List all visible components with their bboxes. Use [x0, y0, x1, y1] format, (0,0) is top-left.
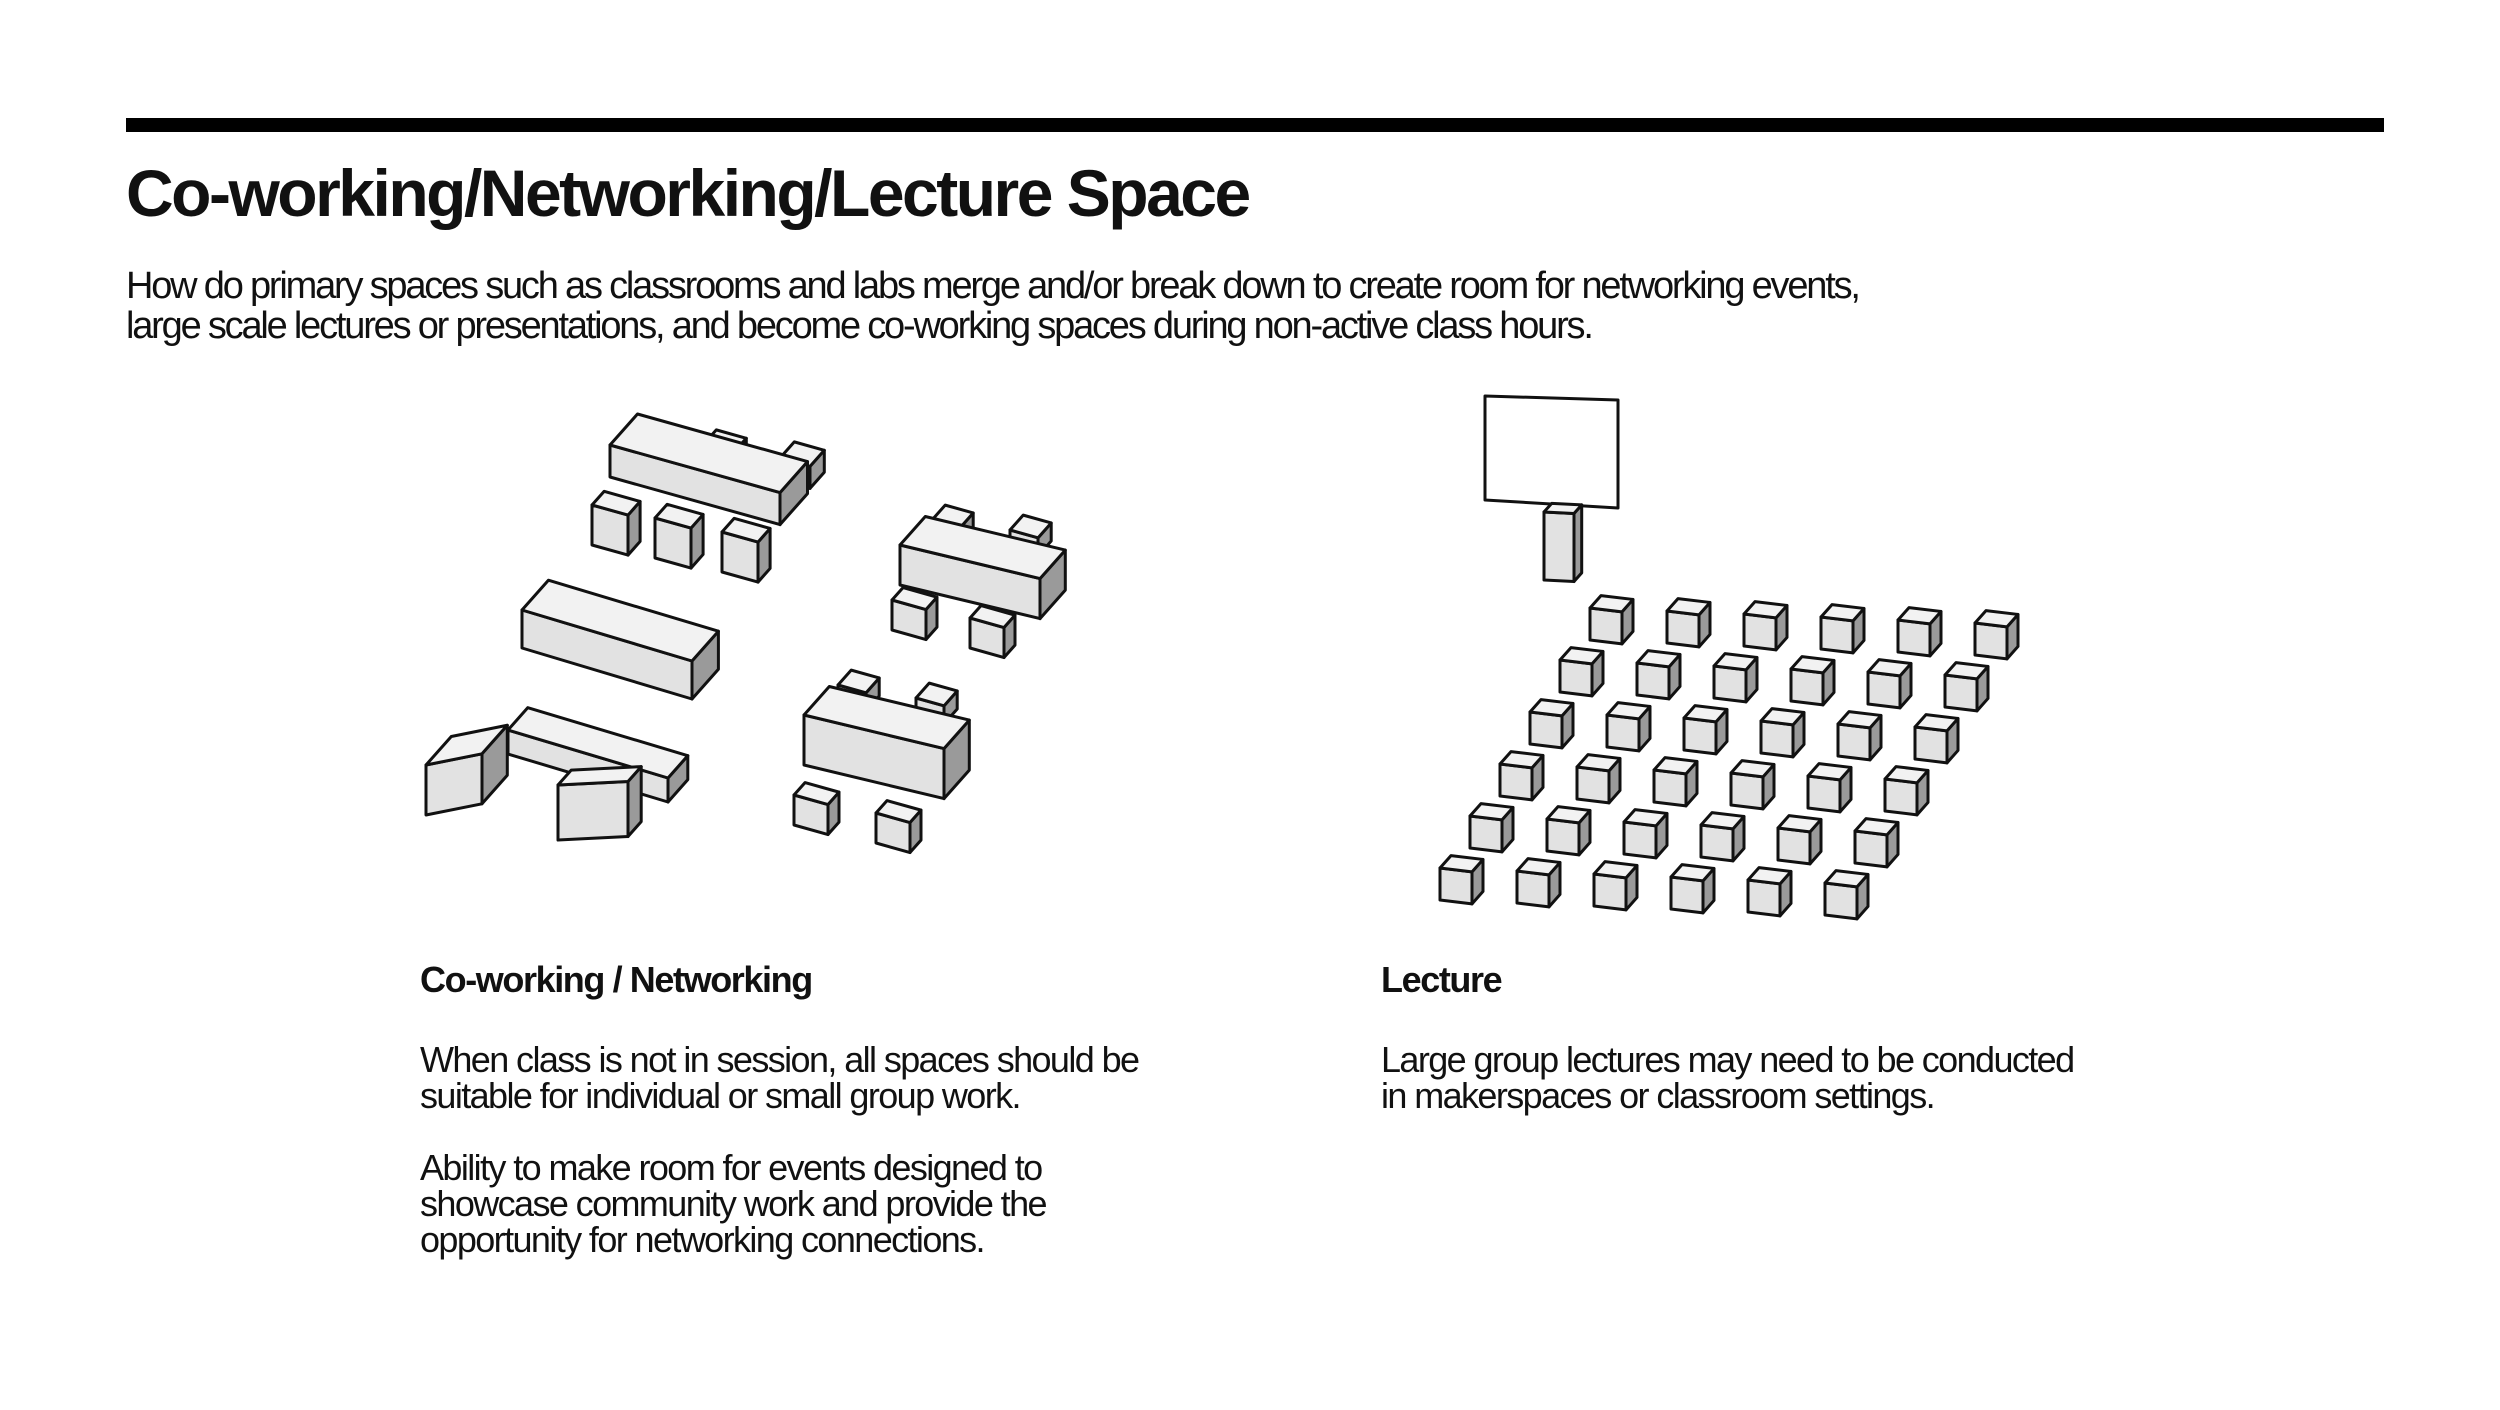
- seat-0: [1588, 594, 1635, 646]
- coworking-paragraph-1: When class is not in session, all spaces…: [420, 1039, 1140, 1116]
- seat-17: [1913, 713, 1960, 765]
- stool-t1-front-0: [590, 489, 642, 557]
- stool-t3-front-0: [792, 781, 841, 837]
- table-1-top: [608, 412, 809, 527]
- seat-6: [1558, 646, 1605, 698]
- seat-3: [1819, 603, 1866, 655]
- stool-t2-front-0: [890, 586, 939, 642]
- page-title: Co-working/Networking/Lecture Space: [126, 156, 1251, 230]
- seat-31: [1515, 857, 1562, 909]
- stool-t3-front-1: [874, 799, 923, 855]
- seat-32: [1592, 860, 1639, 912]
- lounge-cube-1: [424, 723, 509, 817]
- bench-1: [520, 578, 720, 701]
- seat-26: [1622, 808, 1669, 860]
- seat-21: [1729, 759, 1776, 811]
- seat-18: [1498, 750, 1545, 802]
- seat-11: [1943, 661, 1990, 713]
- table-2-top: [898, 514, 1067, 621]
- lecture-heading: Lecture: [1381, 959, 1503, 1000]
- lecture-column: Lecture Large group lectures may need to…: [1381, 960, 2081, 1114]
- seat-27: [1699, 811, 1746, 863]
- seat-19: [1575, 753, 1622, 805]
- seat-28: [1776, 814, 1823, 866]
- seat-23: [1883, 765, 1930, 817]
- seat-24: [1468, 802, 1515, 854]
- coworking-paragraph-2: Ability to make room for events designed…: [420, 1147, 1048, 1260]
- seat-20: [1652, 756, 1699, 808]
- coworking-illustration: [424, 412, 1067, 855]
- coworking-heading: Co-working / Networking: [420, 959, 813, 1000]
- seat-34: [1746, 866, 1793, 918]
- seat-25: [1545, 805, 1592, 857]
- seat-5: [1973, 609, 2020, 661]
- lecture-illustration: [1438, 394, 2020, 921]
- lounge-cube-2: [556, 765, 643, 842]
- seat-35: [1823, 869, 1870, 921]
- stool-t1-front-1: [653, 502, 705, 570]
- seat-12: [1528, 698, 1575, 750]
- seat-29: [1853, 817, 1900, 869]
- seat-7: [1635, 649, 1682, 701]
- intro-line-1: How do primary spaces such as classrooms…: [126, 265, 1861, 307]
- seat-14: [1682, 704, 1729, 756]
- coworking-column: Co-working / Networking When class is no…: [420, 960, 1180, 1258]
- seat-1: [1665, 597, 1712, 649]
- seat-30: [1438, 854, 1485, 906]
- seat-15: [1759, 707, 1806, 759]
- lecture-paragraph-1: Large group lectures may need to be cond…: [1381, 1039, 2075, 1116]
- seat-2: [1742, 600, 1789, 652]
- screen-stand: [1542, 501, 1584, 583]
- projection-screen: [1483, 394, 1620, 510]
- header-rule: [126, 118, 2384, 132]
- intro-line-2: large scale lectures or presentations, a…: [126, 305, 1594, 347]
- seat-33: [1669, 863, 1716, 915]
- seat-16: [1836, 710, 1883, 762]
- stool-t1-front-2: [720, 516, 772, 584]
- seat-13: [1605, 701, 1652, 753]
- stool-t2-front-1: [968, 604, 1017, 660]
- seat-8: [1712, 652, 1759, 704]
- seat-10: [1866, 658, 1913, 710]
- seat-9: [1789, 655, 1836, 707]
- table-3-top: [802, 684, 971, 801]
- page-intro: How do primary spaces such as classrooms…: [126, 266, 2326, 346]
- seat-22: [1806, 762, 1853, 814]
- seat-4: [1896, 606, 1943, 658]
